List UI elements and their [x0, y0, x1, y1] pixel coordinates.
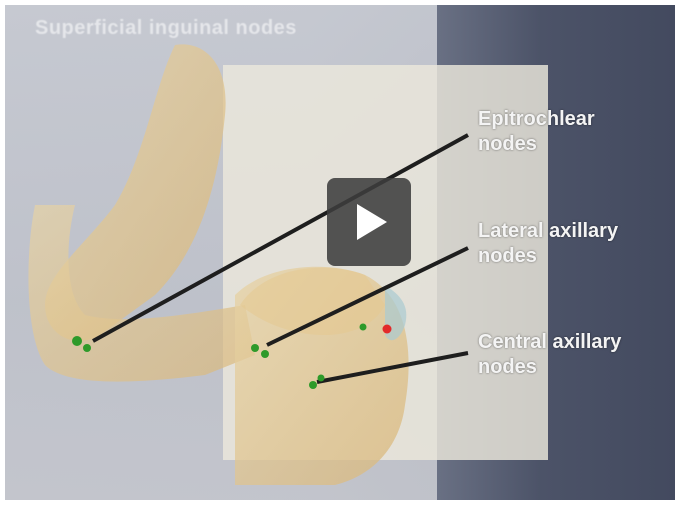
epitrochlear-nodes-label: Epitrochlear nodes	[478, 107, 595, 157]
video-frame[interactable]: Superficial inguinal nodes Epitrochlear …	[5, 5, 675, 500]
lateral-axillary-nodes-label: Lateral axillary nodes	[478, 219, 618, 269]
play-icon	[357, 204, 387, 240]
central-axillary-node	[309, 381, 317, 389]
epitrochlear-node	[83, 344, 91, 352]
highlighted-node	[383, 325, 392, 334]
central-axillary-node	[318, 375, 325, 382]
video-title: Superficial inguinal nodes	[35, 17, 297, 40]
play-button[interactable]	[327, 178, 411, 266]
lateral-axillary-node	[251, 344, 259, 352]
central-axillary-nodes-label: Central axillary nodes	[478, 330, 621, 380]
axillary-node	[360, 324, 367, 331]
lateral-axillary-node	[261, 350, 269, 358]
epitrochlear-node	[72, 336, 82, 346]
